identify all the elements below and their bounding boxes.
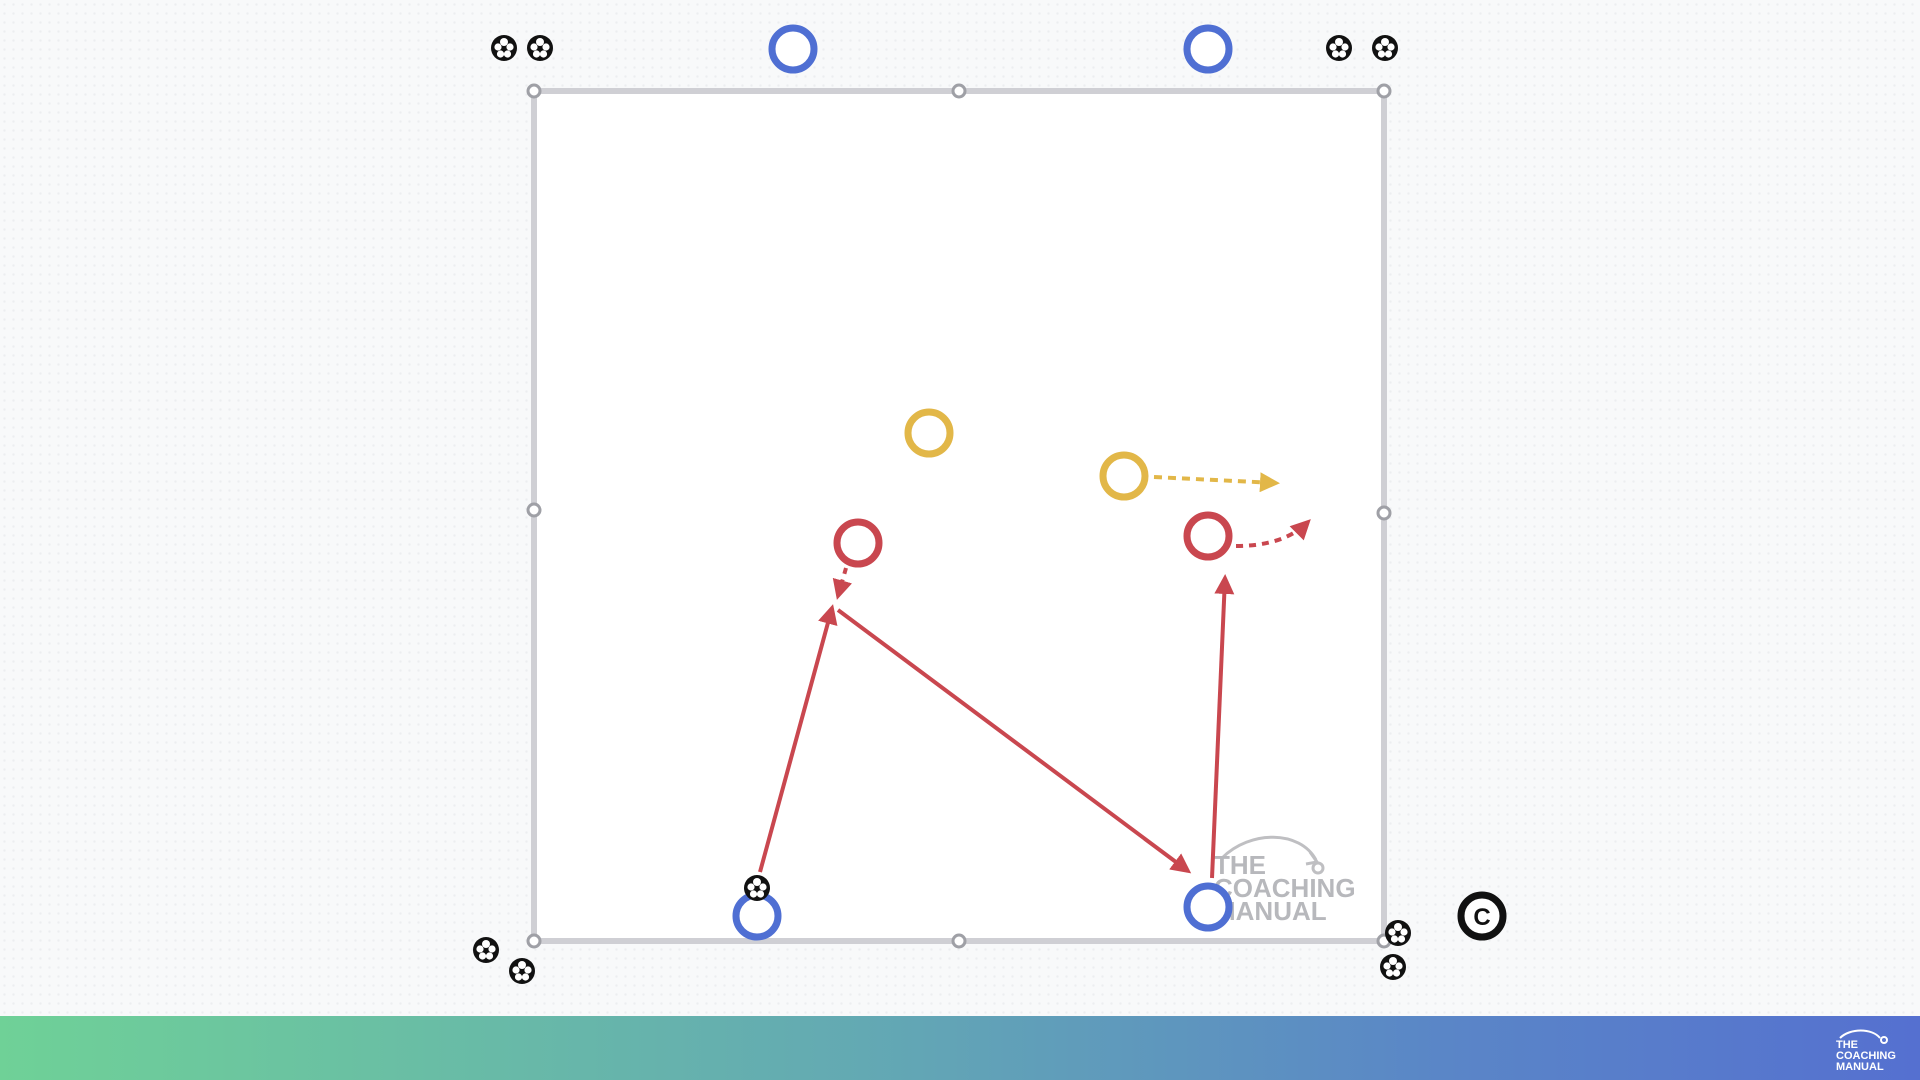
pass-arrow [1210, 574, 1235, 879]
player-yellow [1099, 451, 1149, 501]
watermark-line-2: COACHING [1214, 873, 1356, 903]
cone-marker [526, 83, 542, 99]
pass-arrow [758, 604, 838, 873]
ball-icon [1385, 920, 1411, 946]
ball-icon [1372, 35, 1398, 61]
watermark: THE COACHING MANUAL [1214, 835, 1356, 926]
ball-icon [509, 958, 535, 984]
logo-line-1: THE [1836, 1039, 1858, 1051]
ball-icon [744, 875, 770, 901]
coach-icon: C [1457, 891, 1507, 941]
movement-arrow [1153, 472, 1280, 493]
logo-line-3: MANUAL [1836, 1061, 1884, 1072]
pass-arrow [836, 608, 1192, 874]
actions [758, 472, 1311, 879]
cone-marker [526, 502, 542, 518]
ball-icon [1380, 954, 1406, 980]
movement-curve-arrow [1235, 519, 1311, 548]
cone-marker [1376, 505, 1392, 521]
player-blue [768, 24, 818, 74]
coach-label: C [1473, 904, 1490, 931]
cone-marker [951, 83, 967, 99]
watermark-line-3: MANUAL [1214, 896, 1327, 926]
playing-area-boundary [531, 88, 1387, 944]
cone-marker [951, 933, 967, 949]
drill-diagram: THE COACHING MANUAL [473, 24, 1507, 984]
footer-bar: THE COACHING MANUAL [0, 1016, 1920, 1080]
player-blue [1183, 882, 1233, 932]
ball-icon [1326, 35, 1352, 61]
watermark-line-1: THE [1214, 850, 1266, 880]
logo-line-2: COACHING [1836, 1050, 1896, 1062]
brand-logo: THE COACHING MANUAL [1836, 1029, 1896, 1072]
player-red [1183, 511, 1233, 561]
player-blue [1183, 24, 1233, 74]
playing-area [526, 83, 1392, 949]
player-red [833, 518, 883, 568]
ball-icon [473, 937, 499, 963]
cone-marker [526, 933, 542, 949]
movement-arrow [832, 567, 853, 600]
player-blue [732, 891, 782, 941]
ball-icon [491, 35, 517, 61]
player-yellow [904, 408, 954, 458]
ball-icon [527, 35, 553, 61]
players [732, 24, 1233, 941]
cone-marker [1376, 83, 1392, 99]
